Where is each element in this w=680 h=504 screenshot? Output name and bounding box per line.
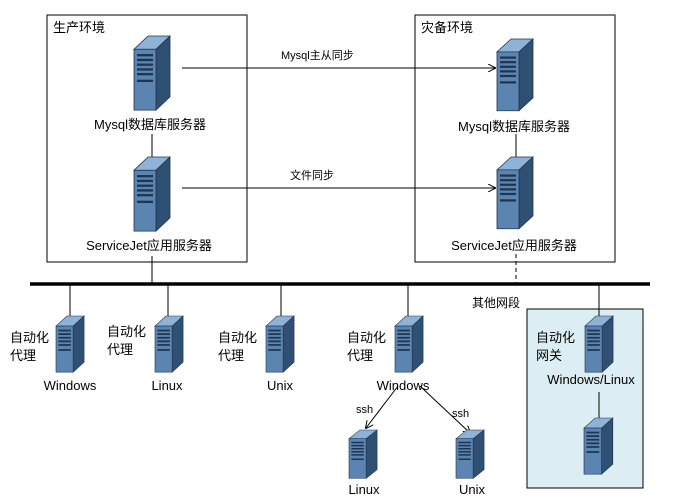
ssh-linux-os: Linux xyxy=(348,482,380,497)
agent-linux-role: 自动化代理 xyxy=(107,324,146,357)
agent-linux-role-line2: 代理 xyxy=(107,342,133,357)
agent-windows-role: 自动化代理 xyxy=(10,330,49,363)
ssh-unix-server-icon xyxy=(455,429,485,479)
agent-windows-role-line2: 代理 xyxy=(10,348,36,363)
agent-windows-ssh-role-line1: 自动化 xyxy=(347,330,386,345)
dr-zone-label: 灾备环境 xyxy=(421,20,473,35)
agent-linux-role-line1: 自动化 xyxy=(107,324,146,339)
prod-mysql-server-icon xyxy=(133,35,171,111)
gateway-role-line2: 网关 xyxy=(536,348,562,363)
ssh-right-arrow xyxy=(419,385,470,433)
file-sync-label: 文件同步 xyxy=(290,168,334,182)
gateway-target-server-icon xyxy=(583,417,614,475)
dr-zone xyxy=(414,14,616,263)
agent-unix-role: 自动化代理 xyxy=(218,330,257,363)
gateway-role-line1: 自动化 xyxy=(536,330,575,345)
prod-app-label: ServiceJet应用服务器 xyxy=(86,238,212,253)
production-zone-label: 生产环境 xyxy=(53,20,105,35)
prod-app-server-icon xyxy=(133,156,171,232)
mysql-sync-label: Mysql主从同步 xyxy=(281,49,354,62)
dr-mysql-label: Mysql数据库服务器 xyxy=(458,119,570,134)
agent-linux-os: Linux xyxy=(151,378,183,393)
agent-windows-ssh-role-line2: 代理 xyxy=(347,348,373,363)
gateway-server-icon xyxy=(584,315,614,373)
other-segment-label: 其他网段 xyxy=(472,295,520,310)
agent-unix-os: Unix xyxy=(267,378,294,393)
prod-mysql-label: Mysql数据库服务器 xyxy=(94,117,206,132)
dr-app-label: ServiceJet应用服务器 xyxy=(451,238,577,253)
gateway-role: 自动化网关 xyxy=(536,330,575,363)
agent-windows-role-line1: 自动化 xyxy=(10,330,49,345)
agent-windows-ssh-os: Windows xyxy=(377,378,430,393)
agent-windows-ssh-server-icon xyxy=(394,315,424,373)
agent-linux-server-icon xyxy=(154,315,184,373)
dr-app-server-icon xyxy=(496,156,534,230)
production-zone xyxy=(46,14,248,263)
ssh-linux-server-icon xyxy=(348,429,378,479)
agent-windows-server-icon xyxy=(55,315,85,373)
ssh-left-label: ssh xyxy=(356,404,373,416)
agent-unix-role-line1: 自动化 xyxy=(218,330,257,345)
dr-mysql-server-icon xyxy=(496,38,534,112)
agent-unix-role-line2: 代理 xyxy=(218,348,244,363)
agent-unix-server-icon xyxy=(265,315,295,373)
ssh-unix-os: Unix xyxy=(459,482,486,497)
ssh-left-arrow xyxy=(366,385,399,428)
agent-windows-os: Windows xyxy=(44,378,97,393)
ssh-right-label: ssh xyxy=(452,408,469,420)
gateway-os: Windows/Linux xyxy=(547,372,635,387)
agent-windows-ssh-role: 自动化代理 xyxy=(347,330,386,363)
